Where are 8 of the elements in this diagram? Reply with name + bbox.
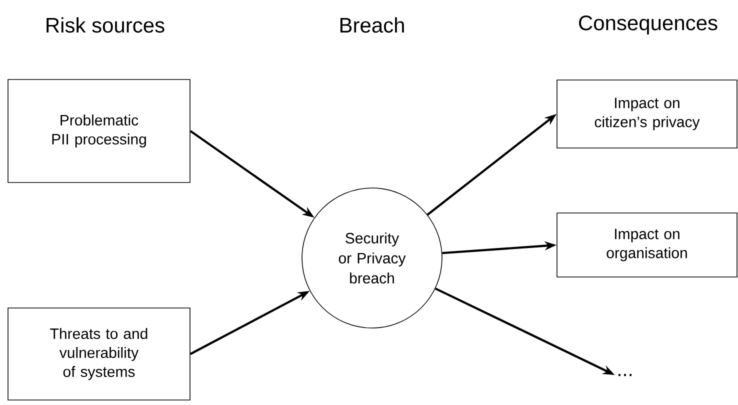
process-box: Threats to and vulnerability of systems: [8, 308, 190, 400]
process-box: Impact on citizen’s privacy: [556, 80, 738, 148]
process-box: Problematic PII processing: [8, 79, 190, 183]
process-box: Impact on organisation: [556, 212, 738, 278]
ellipsis-text: ...: [618, 374, 632, 376]
column-heading: Risk sources: [46, 17, 164, 33]
column-heading: Consequences: [579, 15, 718, 34]
column-heading: Breach: [340, 17, 404, 33]
